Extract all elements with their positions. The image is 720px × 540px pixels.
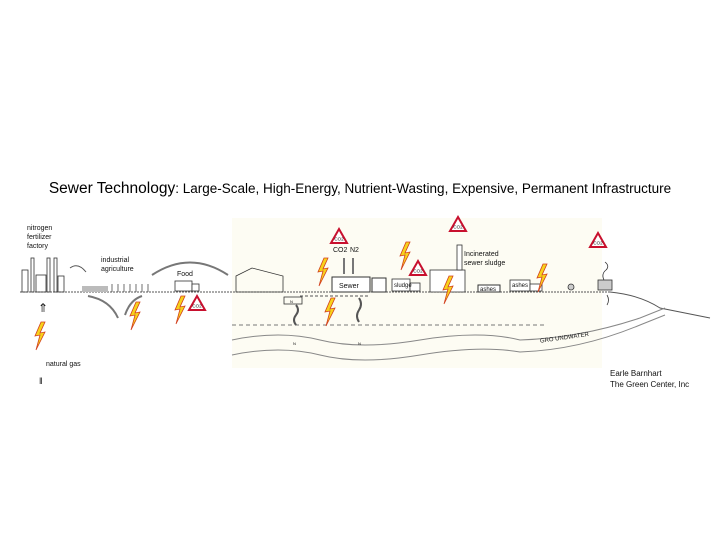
food-truck-icon: [174, 280, 200, 292]
sewer-box: [331, 276, 371, 293]
food-label: Food: [177, 271, 193, 278]
ashes-label-2: ashes: [512, 283, 528, 289]
farmworkers-icon: [111, 284, 149, 292]
lightning-icon: [34, 321, 46, 351]
crops-icon: [82, 286, 108, 292]
leak-arrow-icon: [356, 297, 362, 323]
incinerated-label-1: Incinerated: [464, 251, 499, 258]
sewer-label: Sewer: [339, 283, 360, 290]
co2-warning-icon: CO2: [448, 214, 468, 232]
co2-warning-icon: CO2: [187, 293, 207, 311]
leak-arrow-icon: [293, 304, 299, 326]
lightning-icon: [174, 295, 186, 325]
slide-title: Sewer Technology: Large-Scale, High-Ener…: [0, 180, 720, 198]
pipe-icon: ‖: [39, 376, 43, 386]
co2-label: CO2: [333, 247, 348, 254]
sludge-truck-icon: [391, 278, 421, 292]
factory-label-3: factory: [27, 243, 49, 250]
co2-sign-label: CO2: [593, 241, 603, 246]
ashes-box: [477, 284, 501, 293]
diagram-backdrop: [232, 218, 602, 368]
ground-line: [20, 291, 711, 319]
natural-gas-label: natural gas: [46, 361, 81, 368]
n-label: N: [290, 299, 293, 304]
co2-sign-label: CO2: [453, 225, 463, 230]
runoff-arrows-icon: [87, 295, 143, 319]
n-label: N: [358, 341, 361, 346]
groundwater-waves: [231, 307, 666, 361]
agriculture-label-1: industrial: [101, 257, 129, 264]
co2-sign-label: CO2: [192, 304, 202, 309]
n2-label: N2: [350, 247, 359, 254]
co2-warning-icon: CO2: [408, 258, 428, 276]
treatment-box: [371, 277, 387, 293]
emission-arrows-icon: [343, 258, 354, 274]
food-arrow-icon: [151, 261, 229, 276]
ashes-label-1: ashes: [480, 287, 496, 293]
title-main: Sewer Technology: [48, 180, 176, 197]
co2-sign-label: CO2: [334, 237, 344, 242]
lightning-icon: [129, 301, 141, 331]
landfill-icon: [567, 261, 613, 306]
agriculture-label-2: agriculture: [101, 266, 134, 273]
ashes-truck-icon: [509, 279, 543, 292]
co2-warning-icon: CO2: [329, 226, 349, 244]
factory-label-2: fertilizer: [27, 234, 52, 241]
n-label: N: [293, 341, 296, 346]
incinerated-label-2: sewer sludge: [464, 260, 505, 267]
co2-warning-icon: CO2: [588, 230, 608, 248]
sludge-label: sludge: [394, 283, 412, 289]
up-arrow-icon: ⇑: [38, 301, 48, 315]
house-icon: [235, 267, 303, 305]
co2-sign-label: CO2: [413, 269, 423, 274]
title-subtitle: : Large-Scale, High-Energy, Nutrient-Was…: [175, 181, 672, 196]
factory-icon: [21, 257, 65, 293]
credit-author: Earle Barnhart: [610, 369, 662, 378]
arrow-icon: [69, 265, 87, 273]
credit-organization: The Green Center, Inc: [610, 380, 690, 389]
factory-label-1: nitrogen: [27, 225, 52, 232]
